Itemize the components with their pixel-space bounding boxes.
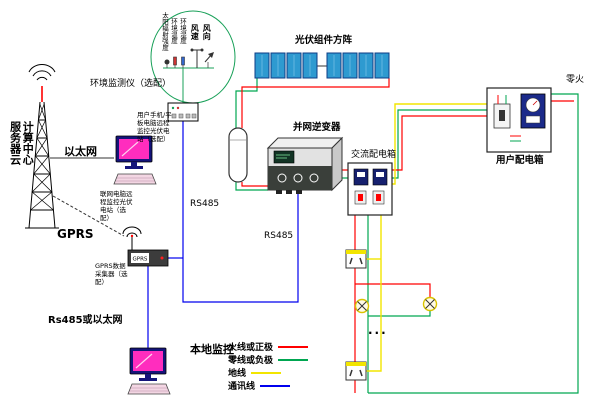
- user-box-label: 用户配电箱: [496, 155, 544, 166]
- anemometer-icon: [190, 48, 204, 68]
- rs485-label-left: RS485: [190, 199, 220, 209]
- legend-line-live: [278, 345, 309, 348]
- gprs-dashed-link: [52, 195, 125, 237]
- sensor-label-radiation: 太阳辐射强度: [160, 12, 169, 51]
- legend-item: 火线或正极: [228, 340, 309, 353]
- gprs-collector-box: GPRS: [127, 249, 169, 267]
- local-computer-icon: [127, 347, 171, 395]
- signal-arcs-icon: [28, 64, 56, 81]
- networked-pc-note: 联网电脑远程监控光伏电站（选配）: [100, 190, 133, 222]
- legend: 火线或正极 零线或负极 地线 通讯线: [228, 340, 309, 392]
- dc-protector-cylinder: [228, 127, 248, 183]
- gprs-antenna-icon: [122, 226, 142, 250]
- legend-item: 零线或负极: [228, 353, 309, 366]
- gprs-collector-note: GPRS数据采集器（选配）: [95, 262, 128, 286]
- humidity-sensor-icon: [181, 56, 185, 66]
- radio-tower: [25, 64, 59, 229]
- server-center-label: 服务器云计算中心: [8, 121, 35, 165]
- legend-label-live: 火线或正极: [228, 343, 274, 353]
- collector-sticker-label: GPRS: [133, 257, 148, 263]
- sensor-label-wind-direction: 风向: [202, 24, 212, 40]
- radiation-sensor-icon: [164, 59, 170, 65]
- rs485-label-right: RS485: [264, 231, 294, 241]
- gprs-label: GPRS: [57, 227, 94, 241]
- user-mobile-note: 用户手机/平板电脑远程监控光伏电站（选配）: [137, 111, 172, 143]
- ethernet-label: 以太网: [64, 145, 97, 158]
- comm-wires: [147, 121, 299, 350]
- legend-item: 通讯线: [228, 379, 308, 392]
- ac-distribution-box: [347, 162, 393, 216]
- sensor-icons: [163, 48, 214, 103]
- local-monitor-label: 本地监控: [190, 343, 234, 356]
- breaker-icon: [493, 95, 511, 129]
- pv-array-label: 光伏组件方阵: [295, 35, 353, 46]
- grid-inverter-box: [266, 136, 344, 194]
- ground-wires: [366, 103, 487, 372]
- inverter-label: 并网逆变器: [293, 122, 341, 133]
- temperature-sensor-icon: [173, 56, 177, 66]
- sensor-label-temperature: 环境温度: [169, 18, 178, 44]
- sensor-label-humidity: 环境湿度: [178, 18, 187, 44]
- lamp-icon-2: [422, 296, 438, 312]
- legend-item: 地线: [228, 366, 308, 379]
- ac-box-label: 交流配电箱: [351, 150, 397, 160]
- legend-label-comm: 通讯线: [228, 382, 256, 392]
- legend-line-comm: [260, 384, 291, 387]
- live-wires: [241, 78, 574, 393]
- neutral-live-label: 零火: [566, 75, 585, 85]
- legend-label-ground: 地线: [228, 369, 247, 379]
- network-links: [50, 65, 327, 237]
- outlet-icon-1: [345, 249, 367, 269]
- legend-label-neutral: 零线或负极: [228, 356, 274, 366]
- sensor-label-wind-speed: 风速: [190, 24, 200, 40]
- legend-line-neutral: [278, 358, 309, 361]
- user-distribution-box: [486, 87, 552, 153]
- env-monitor-label: 环境监测仪（选配）: [90, 79, 172, 89]
- energy-meter-icon: [520, 93, 546, 129]
- lamp-icon-1: [354, 298, 370, 314]
- outlet-icon-2: [345, 361, 367, 381]
- more-loads-ellipsis: ···: [368, 326, 388, 340]
- wind-vane-icon: [204, 52, 214, 68]
- user-computer-icon: [113, 135, 157, 185]
- legend-line-ground: [251, 371, 282, 374]
- pv-panel-array: [254, 52, 390, 79]
- env-monitor-box: [167, 102, 199, 122]
- rs485-or-ethernet-label: Rs485或以太网: [48, 315, 123, 326]
